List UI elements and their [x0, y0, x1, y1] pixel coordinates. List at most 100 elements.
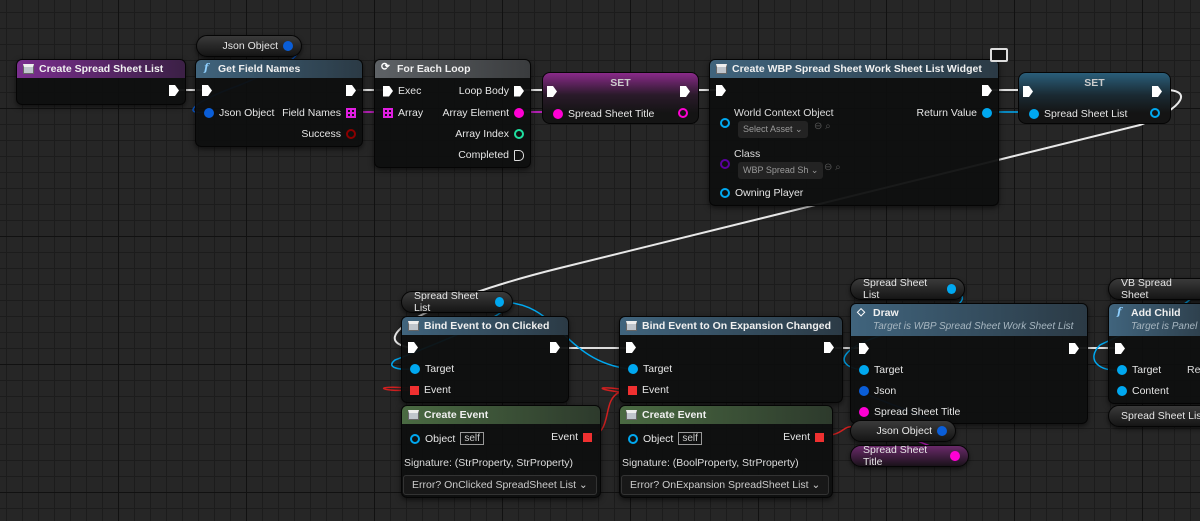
select-asset-dropdown[interactable]: Select Asset ⌄: [738, 121, 808, 138]
node-title: Add Child: [1131, 307, 1181, 319]
spread-sheet-title-pin[interactable]: Spread Sheet Title: [553, 108, 654, 120]
class-pin[interactable]: [720, 159, 730, 169]
title-out-pin[interactable]: [678, 108, 688, 118]
json-object-pin[interactable]: Json Object: [204, 107, 274, 119]
list-out-pin[interactable]: [1150, 108, 1160, 118]
exec-in-pin[interactable]: [408, 342, 418, 353]
exec-out-pin[interactable]: [169, 85, 179, 96]
event-pin[interactable]: Event: [410, 384, 451, 396]
event-out-pin[interactable]: Event: [551, 431, 592, 443]
node-bind-event-on-clicked[interactable]: Bind Event to On Clicked Target Event: [401, 316, 569, 403]
node-bind-event-on-expansion-changed[interactable]: Bind Event to On Expansion Changed Targe…: [619, 316, 843, 403]
loop-body-pin[interactable]: Loop Body: [459, 85, 524, 97]
json-pin[interactable]: Json: [859, 385, 896, 397]
node-title: Create Spread Sheet List: [39, 63, 164, 75]
node-title: Bind Event to On Expansion Changed: [642, 320, 832, 332]
pin-label: Return Value: [916, 107, 977, 119]
node-title: Create Event: [424, 409, 489, 421]
node-set-spread-sheet-list[interactable]: SET Spread Sheet List: [1018, 72, 1171, 124]
exec-in-pin[interactable]: Exec: [383, 85, 421, 97]
node-for-each-loop[interactable]: ⟳For Each Loop Exec Loop Body Array Arra…: [374, 59, 531, 168]
node-title: Get Field Names: [218, 63, 301, 75]
exec-in-pin[interactable]: [626, 342, 636, 353]
array-index-pin[interactable]: Array Index: [455, 128, 524, 140]
dropdown-value: Error? OnExpansion SpreadSheet List: [630, 479, 809, 491]
exec-out-pin[interactable]: [982, 85, 992, 96]
exec-in-pin[interactable]: [716, 85, 726, 96]
event-out-pin[interactable]: Event: [783, 431, 824, 443]
exec-in-pin[interactable]: [202, 85, 212, 96]
spread-sheet-title-getter[interactable]: Spread Sheet Title: [850, 444, 969, 468]
vb-spread-sheet-getter[interactable]: VB Spread Sheet: [1108, 277, 1200, 301]
target-pin[interactable]: Target: [628, 363, 672, 375]
exec-out-pin[interactable]: [824, 342, 834, 353]
class-dropdown[interactable]: WBP Spread Sh ⌄: [738, 162, 824, 179]
exec-out-pin[interactable]: [680, 86, 690, 97]
spread-sheet-list-getter[interactable]: Spread Sheet List: [1108, 405, 1200, 427]
string-pin[interactable]: [950, 451, 960, 461]
exec-in-pin[interactable]: [1115, 343, 1125, 354]
pin-label: Target: [874, 364, 904, 376]
node-set-spread-sheet-title[interactable]: SET Spread Sheet Title: [542, 72, 699, 124]
spread-sheet-list-getter[interactable]: Spread Sheet List: [401, 290, 513, 314]
event-pin[interactable]: Event: [628, 384, 669, 396]
exec-out-pin[interactable]: [1069, 343, 1079, 354]
pin-label: Json Object: [219, 107, 275, 119]
completed-pin[interactable]: Completed: [458, 149, 524, 161]
exec-in-pin[interactable]: [859, 343, 869, 354]
field-names-pin[interactable]: Field Names: [282, 107, 356, 119]
pin-label: Event: [424, 384, 451, 396]
object-pin[interactable]: [494, 297, 504, 307]
node-create-spread-sheet-list[interactable]: Create Spread Sheet List: [16, 59, 186, 105]
spread-sheet-list-getter[interactable]: Spread Sheet List: [850, 277, 965, 301]
var-label: Json Object: [222, 40, 278, 52]
success-pin[interactable]: Success: [301, 128, 356, 140]
self-value: self: [678, 432, 702, 445]
node-title: Create WBP Spread Sheet Work Sheet List …: [732, 63, 982, 75]
object-pin[interactable]: [946, 284, 956, 294]
function-select-dropdown[interactable]: Error? OnClicked SpreadSheet List ⌄: [403, 475, 597, 495]
node-subtitle: Target is WBP Spread Sheet Work Sheet Li…: [873, 321, 1074, 332]
var-label: Spread Sheet List: [414, 290, 479, 314]
pin-label: Owning Player: [735, 187, 804, 199]
json-object-getter[interactable]: Json Object: [196, 35, 302, 57]
browse-icons[interactable]: ⊖ ⌕: [824, 162, 841, 173]
function-select-dropdown[interactable]: Error? OnExpansion SpreadSheet List ⌄: [621, 475, 829, 495]
event-icon: [408, 410, 419, 420]
exec-in-pin[interactable]: [547, 86, 557, 97]
json-pin[interactable]: [937, 426, 947, 436]
array-element-pin[interactable]: Array Element: [442, 107, 524, 119]
json-object-getter[interactable]: Json Object: [850, 420, 956, 442]
exec-out-pin[interactable]: [346, 85, 356, 96]
var-label: Spread Sheet List: [1121, 410, 1200, 422]
var-label: Spread Sheet Title: [863, 444, 928, 468]
dropdown-value: Select Asset: [743, 124, 793, 134]
node-create-widget[interactable]: Create WBP Spread Sheet Work Sheet List …: [709, 48, 1008, 206]
spread-sheet-title-pin[interactable]: Spread Sheet Title: [859, 406, 960, 418]
spread-sheet-list-pin[interactable]: Spread Sheet List: [1029, 108, 1127, 120]
pin-label: Event: [783, 431, 810, 443]
owning-player-pin[interactable]: Owning Player: [720, 187, 803, 199]
pin-label: Field Names: [282, 107, 341, 119]
self-value: self: [460, 432, 484, 445]
target-pin[interactable]: Target: [410, 363, 454, 375]
signature-text: Signature: (BoolProperty, StrProperty): [622, 457, 799, 469]
target-pin[interactable]: Target: [1117, 364, 1161, 376]
target-pin[interactable]: Target: [859, 364, 903, 376]
return-value-pin[interactable]: Return Value: [916, 107, 992, 119]
json-pin[interactable]: [283, 41, 293, 51]
array-pin[interactable]: Array: [383, 107, 423, 119]
exec-out-pin[interactable]: [550, 342, 560, 353]
world-context-pin[interactable]: [720, 118, 730, 128]
content-pin[interactable]: Content: [1117, 385, 1169, 397]
exec-out-pin[interactable]: [1152, 86, 1162, 97]
exec-in-pin[interactable]: [1023, 86, 1033, 97]
browse-icons[interactable]: ⊖ ⌕: [814, 121, 831, 132]
